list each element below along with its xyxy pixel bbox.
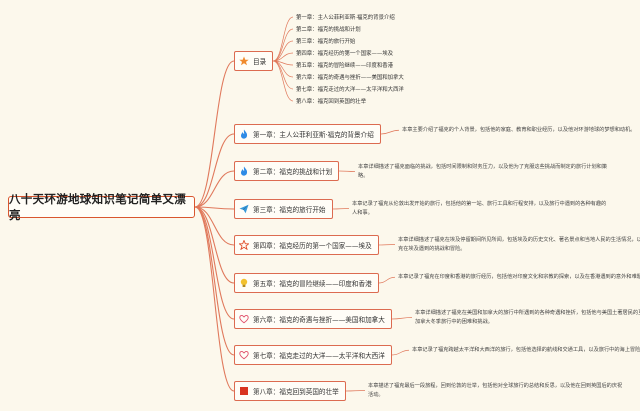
- branch-connector: [194, 60, 235, 208]
- toc-item[interactable]: 第五章：福克的冒险继续——印度和香港: [296, 63, 394, 69]
- chapter-description: 本章详细描述了福克在美国和加拿大的旅行中所遇到的各种奇遇和挫折，包括他与美国土著…: [415, 310, 640, 325]
- chapter-title: 第二章：福克的挑战和计划: [253, 168, 333, 176]
- chapter-node-4[interactable]: 第四章：福克经历的第一个国家——埃及: [234, 235, 379, 255]
- chapter-description: 本章详细描述了福克面临的挑战，包括时间限制和财务压力，以及他为了克服这些挑战而制…: [358, 164, 608, 179]
- star-icon: [239, 240, 249, 250]
- root-title: 八十天环游地球知识笔记简单又漂亮: [9, 192, 186, 222]
- branch-connector: [194, 133, 235, 208]
- chapter-title: 第三章：福克的旅行开始: [253, 206, 326, 214]
- branch-connector: [194, 170, 235, 208]
- toc-item[interactable]: 第二章：福克的挑战和计划: [296, 27, 361, 33]
- chapter-node-8[interactable]: 第八章：福克回到英国的壮举: [234, 381, 346, 401]
- chapter-node-3[interactable]: 第三章：福克的旅行开始: [234, 199, 333, 219]
- toc-connector: [273, 60, 294, 102]
- chapter-node-5[interactable]: 第五章：福克的冒险继续——印度和香港: [234, 273, 379, 293]
- description-connector: [345, 390, 366, 392]
- paper-plane-icon: [239, 204, 249, 214]
- chapter-description: 本章记录了福克从伦敦出发开始的旅行，包括他的第一站、旅行工具和行程安排，以及旅行…: [352, 201, 607, 216]
- description-connector: [391, 349, 410, 356]
- chapter-description: 本章记录了福克在印度和香港的旅行经历，包括他对印度文化和宗教的探索，以及在香港遇…: [398, 274, 640, 280]
- heart-icon: [239, 314, 249, 324]
- toc-item[interactable]: 第八章：福克回到英国的壮举: [296, 99, 367, 105]
- chapter-node-1[interactable]: 第一章：主人公菲利亚斯·福克的背景介绍: [234, 124, 381, 144]
- flame-icon: [239, 166, 249, 176]
- root-topic[interactable]: 八十天环游地球知识笔记简单又漂亮: [8, 192, 195, 222]
- chapter-description: 本章描述了福克最后一段旅程，回到伦敦的壮举，包括他对全球旅行的总结和反思，以及他…: [368, 383, 623, 398]
- heart-icon: [239, 350, 249, 360]
- branch-connector: [194, 206, 235, 246]
- chapter-title: 第七章：福克走过的大洋——太平洋和大西洋: [253, 352, 385, 360]
- description-connector: [380, 129, 400, 135]
- toc-connector: [273, 40, 294, 62]
- chapter-title: 第一章：主人公菲利亚斯·福克的背景介绍: [253, 131, 374, 139]
- toc-item[interactable]: 第四章：福克经历的第一个国家——埃及: [296, 51, 394, 57]
- description-connector: [391, 317, 413, 320]
- chapter-node-6[interactable]: 第六章：福克的奇遇与挫折——美国和加拿大: [234, 309, 392, 329]
- toc-item[interactable]: 第七章：福克走过的大洋——太平洋和大西洋: [296, 87, 404, 93]
- toc-node[interactable]: 目录: [234, 51, 274, 71]
- description-connector: [339, 170, 356, 172]
- toc-item[interactable]: 第六章：福克的奇遇与挫折——美国和加拿大: [296, 75, 404, 81]
- description-connector: [378, 276, 396, 284]
- chapter-node-2[interactable]: 第二章：福克的挑战和计划: [234, 161, 340, 181]
- flag-icon: [239, 386, 249, 396]
- toc-label: 目录: [253, 58, 267, 66]
- branch-connector: [194, 206, 235, 284]
- branch-connector: [194, 206, 235, 392]
- description-connector: [332, 208, 350, 210]
- toc-item[interactable]: 第三章：福克的旅行开始: [296, 39, 356, 45]
- chapter-description: 本章详细描述了福克在埃及停留期间所见所闻，包括埃及的历史文化、著名景点和当地人民…: [398, 237, 640, 252]
- lightbulb-icon: [239, 278, 249, 288]
- chapter-title: 第六章：福克的奇遇与挫折——美国和加拿大: [253, 316, 385, 324]
- toc-connector: [273, 16, 294, 62]
- branch-connector: [194, 206, 235, 210]
- chapter-node-7[interactable]: 第七章：福克走过的大洋——太平洋和大西洋: [234, 345, 392, 365]
- chapter-title: 第四章：福克经历的第一个国家——埃及: [253, 242, 372, 250]
- chapter-description: 本章记录了福克跨越太平洋和大西洋的旅行，包括他选择的航线和交通工具，以及旅行中的…: [412, 347, 640, 353]
- toc-connector: [273, 60, 294, 90]
- chapter-description: 本章主要介绍了福克的个人背景，包括他的家庭、教育和职业经历，以及他对环游地球的梦…: [402, 127, 636, 133]
- flame-icon: [239, 129, 249, 139]
- toc-connector: [273, 28, 294, 62]
- chapter-title: 第八章：福克回到英国的壮举: [253, 388, 339, 396]
- description-connector: [378, 244, 396, 246]
- star-icon: [239, 56, 249, 66]
- chapter-title: 第五章：福克的冒险继续——印度和香港: [253, 280, 372, 288]
- toc-item[interactable]: 第一章：主人公菲利亚斯·福克的背景介绍: [296, 15, 395, 21]
